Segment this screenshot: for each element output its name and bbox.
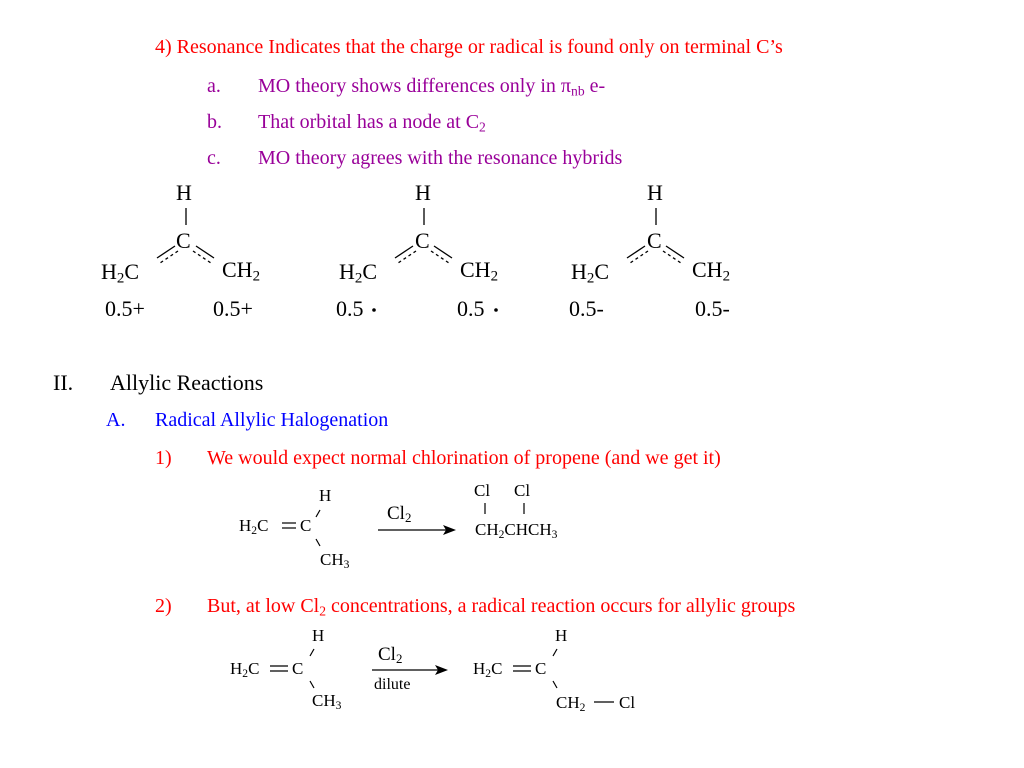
hybrid-2-bonds: [394, 208, 453, 264]
hybrid-1-left-charge: 0.5+: [105, 296, 145, 321]
rxn2-reactant-h: H: [312, 626, 325, 645]
rxn2-reactant-ch2: H2C: [230, 659, 260, 680]
rxn1-reactant-h: H: [319, 486, 332, 505]
rxn2-bonds: [270, 648, 614, 703]
rxn1-reactant-ch3: CH3: [320, 550, 350, 571]
sub-c-marker: c.: [207, 147, 221, 169]
hybrid-1-center-c: C: [176, 228, 191, 253]
section-a-title: Radical Allylic Halogenation: [155, 409, 389, 431]
hybrid-2-left-charge: 0.5: [336, 296, 364, 321]
rxn2-reactant-ch3: CH3: [312, 691, 342, 712]
hybrid-3-right-charge: 0.5-: [695, 296, 730, 321]
rxn1-product-cl-2: Cl: [514, 481, 531, 500]
rxn2-reagent: Cl2: [378, 644, 403, 667]
radical-dot-right: [494, 308, 498, 312]
item-1-marker: 1): [155, 447, 172, 469]
rxn1-product-chain: CH2CHCH3: [475, 520, 558, 541]
hybrid-2-center-c: C: [415, 228, 430, 253]
rxn1-arrowhead: [443, 525, 456, 535]
item-2-marker: 2): [155, 595, 172, 617]
hybrid-1-right-charge: 0.5+: [213, 296, 253, 321]
hybrid-2-right-ch2: CH2: [460, 257, 499, 285]
sub-b-marker: b.: [207, 111, 222, 133]
hybrid-3-center-c: C: [647, 228, 662, 253]
rxn2-product-ch2: H2C: [473, 659, 503, 680]
sub-a-text: MO theory shows differences only in πnb …: [258, 75, 606, 99]
rxn2-product-h: H: [555, 626, 568, 645]
rxn2-product-c: C: [535, 659, 547, 678]
hybrid-3-left-ch2: H2C: [571, 259, 610, 287]
radical-dot-left: [372, 308, 376, 312]
hybrid-1-left-ch2: H2C: [101, 259, 140, 287]
point-4-text: 4) Resonance Indicates that the charge o…: [155, 36, 783, 58]
hybrid-3-bonds: [626, 208, 685, 264]
rxn2-reactant-c: C: [292, 659, 304, 678]
rxn1-product-cl-1: Cl: [474, 481, 491, 500]
hybrid-3-right-ch2: CH2: [692, 257, 731, 285]
rxn1-reactant-c: C: [300, 516, 312, 535]
section-ii-marker: II.: [53, 370, 74, 395]
sub-c-text: MO theory agrees with the resonance hybr…: [258, 147, 623, 169]
hybrid-1-bonds: [156, 208, 215, 264]
rxn1-reagent: Cl2: [387, 503, 412, 526]
item-1-text: We would expect normal chlorination of p…: [207, 447, 721, 469]
rxn2-condition: dilute: [374, 676, 411, 693]
hybrid-2-left-ch2: H2C: [339, 259, 378, 287]
sub-b-text: That orbital has a node at C2: [258, 111, 486, 135]
item-2-text: But, at low Cl2 concentrations, a radica…: [207, 595, 796, 619]
section-a-marker: A.: [106, 409, 126, 431]
hybrid-1-right-ch2: CH2: [222, 257, 261, 285]
rxn1-reactant-ch2: H2C: [239, 516, 269, 537]
hybrid-2-right-charge: 0.5: [457, 296, 485, 321]
rxn2-product-cl: Cl: [619, 693, 636, 712]
hybrid-2-top-h: H: [415, 180, 431, 205]
section-ii-title: Allylic Reactions: [110, 370, 264, 395]
hybrid-1-top-h: H: [176, 180, 192, 205]
rxn2-product-ch2-branch: CH2: [556, 693, 586, 714]
hybrid-3-left-charge: 0.5-: [569, 296, 604, 321]
pi-symbol: π: [560, 75, 572, 97]
hybrid-3-top-h: H: [647, 180, 663, 205]
rxn1-bonds: [282, 503, 525, 547]
rxn2-arrowhead: [435, 665, 448, 675]
sub-a-marker: a.: [207, 75, 221, 97]
